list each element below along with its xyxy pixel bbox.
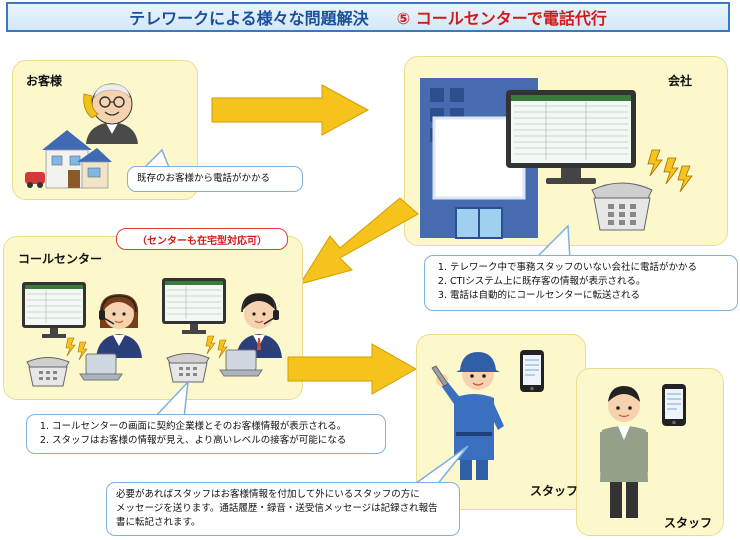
customer-person-icon: [83, 83, 138, 144]
smartphone-1-icon: [520, 350, 544, 392]
arrow-right-1: [211, 84, 370, 136]
customer-label: お客様: [26, 74, 63, 88]
ring-bolt-2-icon: [205, 335, 228, 359]
ring-bolt-1-icon: [65, 337, 88, 361]
staff-callout: 必要があればスタッフはお客様情報を付加して外にいるスタッフの方に メッセージを送…: [106, 482, 460, 536]
staff-label-2: スタッフ: [664, 516, 713, 530]
callcenter-step-1: コールセンターの画面に契約企業様とそのお客様情報が表示される。: [52, 420, 376, 434]
company-step-2: CTIシステム上に既存客の情報が表示される。: [450, 275, 728, 289]
callcenter-callout: コールセンターの画面に契約企業様とそのお客様情報が表示される。 スタッフはお客様…: [26, 414, 386, 454]
arrow-diagonal: [298, 197, 419, 285]
title-bar: テレワークによる様々な問題解決 ⑤ コールセンターで電話代行: [6, 2, 730, 32]
staff-callout-line-1: 必要があればスタッフはお客様情報を付加して外にいるスタッフの方に: [116, 489, 420, 500]
home-support-tag-text: （センターも在宅型対応可）: [137, 235, 267, 247]
house-icon: [25, 130, 112, 189]
staff-label-1: スタッフ: [530, 484, 579, 498]
callcenter-step-2: スタッフはお客様の情報が見え、より高いレベルの接客が可能になる: [52, 434, 376, 448]
staff-callout-line-3: 書に転記されます。: [116, 517, 201, 528]
operator-man-icon: [236, 293, 282, 358]
company-step-3: 電話は自動的にコールセンターに転送される: [450, 289, 728, 303]
smartphone-2-icon: [662, 384, 686, 426]
staff-man-icon: [600, 386, 648, 518]
customer-callout-text: 既存のお客様から電話がかかる: [137, 173, 271, 184]
callcenter-monitor-2-icon: [162, 278, 226, 334]
callcenter-label: コールセンター: [18, 252, 103, 266]
company-step-1: テレワーク中で事務スタッフのいない会社に電話がかかる: [450, 261, 728, 275]
laptop-2-icon: [219, 349, 263, 377]
callcenter-phone-1-icon: [26, 357, 70, 387]
operator-woman-icon: [96, 294, 142, 358]
customer-callout: 既存のお客様から電話がかかる: [127, 166, 303, 192]
ring-bolt-icon: [647, 149, 693, 193]
page-subtitle: ⑤ コールセンターで電話代行: [396, 9, 607, 28]
callcenter-callout-tail: [152, 379, 189, 419]
home-support-tag: （センターも在宅型対応可）: [116, 228, 288, 250]
company-callout: テレワーク中で事務スタッフのいない会社に電話がかかる CTIシステム上に既存客の…: [424, 255, 738, 311]
callcenter-monitor-1-icon: [22, 282, 86, 338]
laptop-1-icon: [79, 353, 123, 381]
company-monitor-icon: [506, 90, 636, 184]
company-label: 会社: [668, 74, 693, 88]
callcenter-phone-2-icon: [166, 353, 210, 383]
field-worker-icon: [431, 352, 504, 480]
page-title: テレワークによる様々な問題解決: [129, 9, 369, 28]
arrow-right-2: [287, 343, 418, 395]
staff-callout-line-2: メッセージを送ります。通話履歴・録音・送受信メッセージは記録され報告: [116, 503, 438, 514]
company-phone-icon: [591, 182, 653, 231]
staff-callout-tail: [409, 445, 469, 487]
